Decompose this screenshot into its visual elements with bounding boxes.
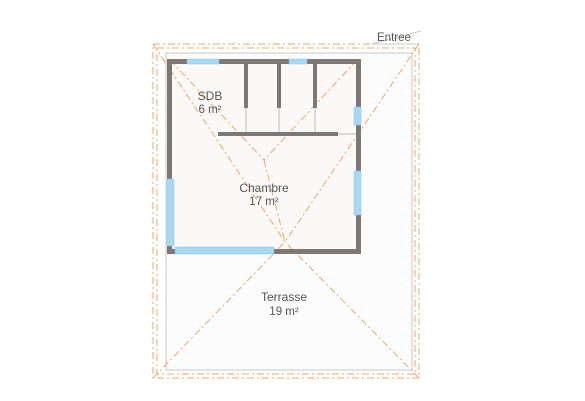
windows bbox=[166, 58, 362, 255]
room-name-sdb: SDB bbox=[198, 89, 223, 103]
wall-top bbox=[167, 59, 361, 64]
doors bbox=[245, 108, 356, 135]
wall-bath-divider bbox=[218, 132, 338, 136]
room-name-chambre: Chambre bbox=[239, 181, 289, 195]
window-top-left bbox=[186, 58, 220, 65]
window-left bbox=[166, 178, 175, 247]
window-bottom bbox=[174, 246, 275, 255]
window-right-lower bbox=[353, 170, 362, 216]
window-top-right bbox=[288, 58, 308, 65]
room-area-terrasse: 19 m² bbox=[269, 306, 299, 318]
entrance-leader bbox=[371, 30, 422, 45]
roof-outline bbox=[152, 43, 420, 379]
wall-left bbox=[167, 59, 172, 254]
wall-stall-3 bbox=[313, 62, 317, 108]
wall-right bbox=[356, 59, 361, 254]
entrance-label: Entree bbox=[377, 32, 411, 44]
room-name-terrasse: Terrasse bbox=[261, 290, 307, 304]
wall-stall-2 bbox=[277, 62, 281, 108]
window-right-upper bbox=[353, 106, 362, 126]
room-area-chambre: 17 m² bbox=[249, 196, 279, 208]
room-area-sdb: 6 m² bbox=[199, 104, 222, 116]
wall-stall-1 bbox=[244, 62, 248, 108]
